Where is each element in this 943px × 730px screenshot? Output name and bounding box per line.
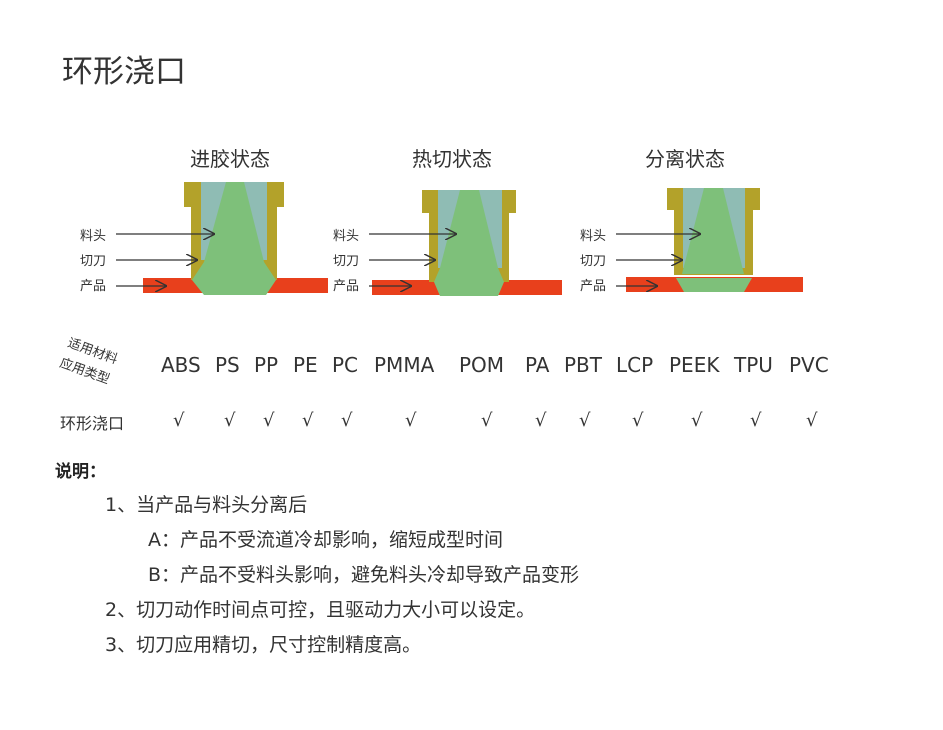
label-sprue: 料头: [80, 229, 106, 244]
material-abs: ABS: [161, 353, 201, 377]
label-product: 产品: [80, 279, 106, 294]
sprue-melt: [434, 190, 504, 296]
material-peek: PEEK: [669, 353, 720, 377]
check-pc: √: [341, 410, 353, 431]
check-pe: √: [302, 410, 314, 431]
gate-type-label: 环形浇口: [60, 414, 125, 433]
check-pp: √: [263, 410, 275, 431]
material-pbt: PBT: [564, 353, 602, 377]
check-pbt: √: [579, 410, 591, 431]
material-pc: PC: [332, 353, 359, 377]
check-peek: √: [691, 410, 703, 431]
check-pvc: √: [806, 410, 818, 431]
check-ps: √: [224, 410, 236, 431]
gate-state-diagrams: 料头 切刀 产品 料头 切刀 产品 料头 切刀 产品: [80, 182, 803, 296]
label-product: 产品: [580, 279, 606, 294]
description-item-1a: A：产品不受流道冷却影响，缩短成型时间: [148, 529, 503, 551]
diagram-hot-cut-state: [372, 190, 562, 296]
check-pom: √: [481, 410, 493, 431]
material-pmma: PMMA: [374, 353, 435, 377]
label-sprue: 料头: [580, 229, 606, 244]
diagram-injection-state: [143, 182, 328, 295]
material-pe: PE: [293, 353, 318, 377]
description-item-1b: B：产品不受料头影响，避免料头冷却导致产品变形: [148, 564, 580, 586]
material-pp: PP: [254, 353, 279, 377]
page-title: 环形浇口: [62, 54, 186, 90]
state-title-injection: 进胶状态: [190, 147, 270, 171]
material-lcp: LCP: [616, 353, 654, 377]
material-pom: POM: [459, 353, 505, 377]
sprue-melt: [192, 182, 276, 295]
description-item-1: 1、当产品与料头分离后: [105, 494, 308, 516]
check-tpu: √: [750, 410, 762, 431]
description-item-2: 2、切刀动作时间点可控，且驱动力大小可以设定。: [105, 599, 536, 621]
label-product: 产品: [333, 279, 359, 294]
check-lcp: √: [632, 410, 644, 431]
label-knife: 切刀: [333, 254, 359, 269]
description-item-3: 3、切刀应用精切，尺寸控制精度高。: [105, 634, 422, 656]
diagram-separation-state: [626, 188, 803, 292]
material-pa: PA: [525, 353, 550, 377]
label-sprue: 料头: [333, 229, 359, 244]
check-abs: √: [173, 410, 185, 431]
material-header: 适用材料 应用类型: [58, 330, 148, 400]
gate-ring: [676, 278, 752, 292]
material-pvc: PVC: [789, 353, 829, 377]
material-ps: PS: [215, 353, 240, 377]
sprue-melt: [682, 188, 744, 274]
material-tpu: TPU: [734, 353, 773, 377]
check-pa: √: [535, 410, 547, 431]
state-title-hot-cut: 热切状态: [412, 147, 492, 171]
label-knife: 切刀: [580, 254, 606, 269]
label-knife: 切刀: [80, 254, 106, 269]
check-pmma: √: [405, 410, 417, 431]
description-heading: 说明：: [55, 462, 106, 482]
state-title-separation: 分离状态: [645, 147, 725, 171]
